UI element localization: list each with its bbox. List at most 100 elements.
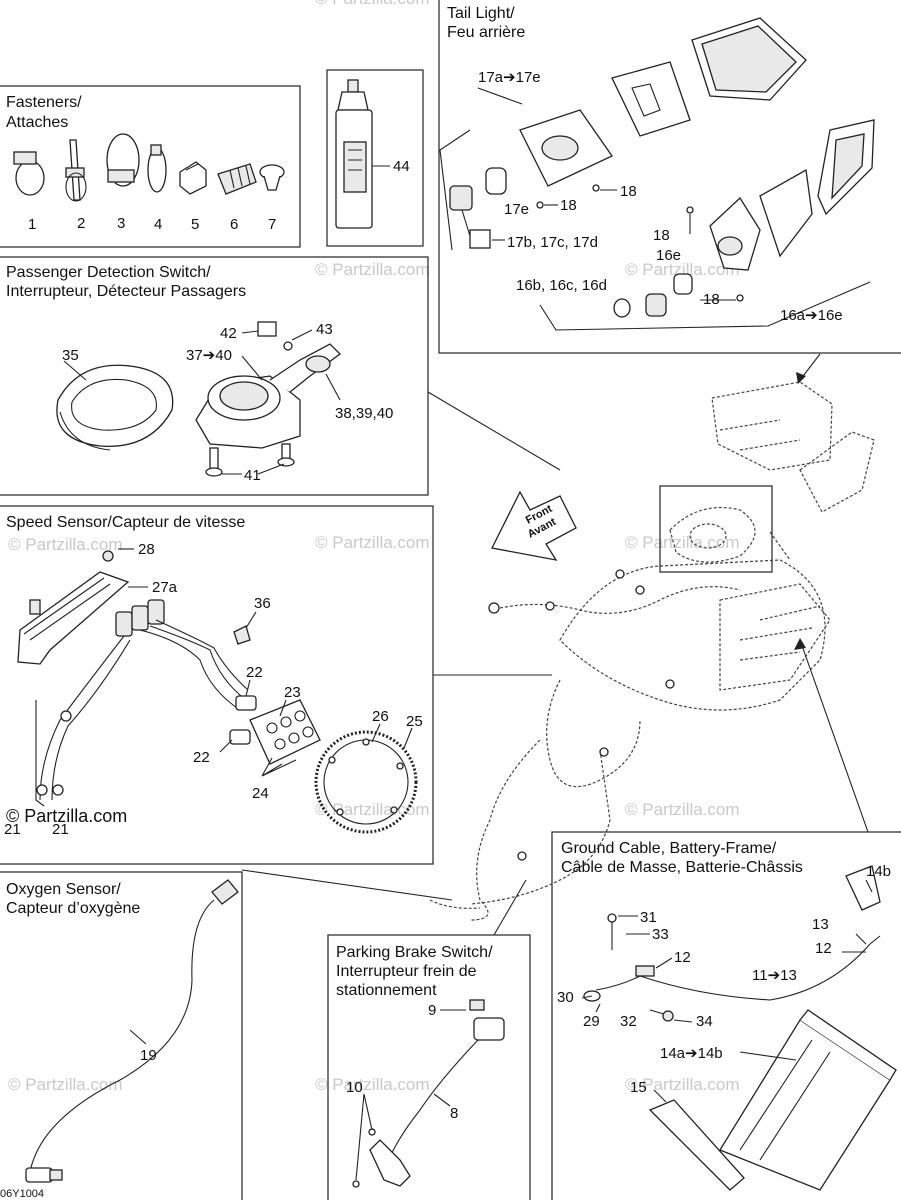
callout-19: 19 <box>140 1047 157 1064</box>
watermark-text: © Partzilla.com <box>8 1075 123 1094</box>
callout-23: 23 <box>284 684 301 701</box>
callout-12: 12 <box>815 940 832 957</box>
watermark-label: © Partzilla.com <box>6 806 127 826</box>
callout-42: 42 <box>220 325 237 342</box>
callout-18: 18 <box>560 197 577 214</box>
ground-cable-part <box>583 865 881 1022</box>
spring-clip-part <box>217 163 257 195</box>
callout-16a: 16a➔16e <box>780 307 843 324</box>
callout-27a: 27a <box>152 579 178 596</box>
callout-41: 41 <box>244 467 261 484</box>
callout-22: 22 <box>246 664 263 681</box>
screw-icon <box>592 184 600 192</box>
hose-clamp-part <box>13 151 45 196</box>
watermark-text: © Partzilla.com <box>8 535 123 554</box>
speed-sensor-head-part <box>229 695 257 745</box>
callout-21: 21 <box>4 821 21 838</box>
gasket-ring-part <box>56 364 174 451</box>
tail-light-housing-upper <box>611 61 691 137</box>
screw-icon <box>686 206 694 214</box>
callout-33: 33 <box>652 926 669 943</box>
callout-34: 34 <box>696 1013 713 1030</box>
callout-38: 38,39,40 <box>335 405 393 422</box>
callout-29: 29 <box>583 1013 600 1030</box>
tone-wheel-part <box>314 730 418 834</box>
speed-sensor-panel: Speed Sensor/Capteur de vitesse <box>0 505 434 865</box>
callout-16b: 16b, 16c, 16d <box>516 277 607 294</box>
watermark-text: © Partzilla.com <box>315 0 430 8</box>
passenger-title: Passenger Detection Switch/ <box>6 264 211 281</box>
callout-21: 21 <box>52 821 69 838</box>
callout-6: 6 <box>230 216 238 233</box>
battery-strap-part <box>648 1099 745 1191</box>
callout-22: 22 <box>193 749 210 766</box>
callout-25: 25 <box>406 713 423 730</box>
vehicle-frame-harness: Front Avant <box>241 353 875 936</box>
speed-title: Speed Sensor/Capteur de vitesse <box>6 514 245 531</box>
callout-3: 3 <box>117 215 125 232</box>
callout-35: 35 <box>62 347 79 364</box>
tail-light-housing-lower <box>613 168 813 318</box>
fasteners-panel: Fasteners/ Attaches <box>0 85 301 248</box>
ground-subtitle: Câble de Masse, Batterie-Châssis <box>561 859 803 876</box>
callout-37: 37➔40 <box>186 347 232 364</box>
callout-7: 7 <box>268 216 276 233</box>
callout-18: 18 <box>653 227 670 244</box>
callout-8: 8 <box>450 1105 458 1122</box>
watermark-text: © Partzilla.com <box>315 260 430 279</box>
sealant-tube-part <box>335 79 373 229</box>
callout-28: 28 <box>138 541 155 558</box>
battery-part <box>719 1009 897 1191</box>
screw-icon <box>736 294 744 302</box>
passenger-switch-part <box>195 321 341 477</box>
speed-sensor-bracket-part <box>17 550 130 665</box>
callout-14b: 14b <box>866 863 891 880</box>
callout-17e: 17e <box>504 201 529 218</box>
ground-title: Ground Cable, Battery-Frame/ <box>561 840 777 857</box>
callout-31: 31 <box>640 909 657 926</box>
watermark-text: © Partzilla.com <box>625 260 740 279</box>
tail-light-lens-lower <box>817 119 875 216</box>
callout-18: 18 <box>703 291 720 308</box>
watermark-text: © Partzilla.com <box>625 1075 740 1094</box>
passenger-switch-panel: Passenger Detection Switch/ Interrupteur… <box>0 256 429 496</box>
callout-12: 12 <box>674 949 691 966</box>
push-rivet-part <box>259 164 285 191</box>
cable-tie-mount-part <box>106 133 140 187</box>
oxygen-subtitle: Capteur d’oxygène <box>6 900 140 917</box>
speed-sensor-connector-part <box>115 599 165 637</box>
callout-15: 15 <box>630 1079 647 1096</box>
cap-part <box>233 625 251 645</box>
sealant-panel: 44 <box>326 69 424 247</box>
callout-4: 4 <box>154 216 162 233</box>
callout-14a: 14a➔14b <box>660 1045 723 1062</box>
callout-5: 5 <box>191 216 199 233</box>
parking-brake-panel: Parking Brake Switch/ Interrupteur frein… <box>327 934 531 1200</box>
small-tie-part <box>147 144 167 193</box>
passenger-subtitle: Interrupteur, Détecteur Passagers <box>6 283 246 300</box>
callout-26: 26 <box>372 708 389 725</box>
seal-pack-part <box>249 699 321 765</box>
parking-title: Parking Brake Switch/ <box>336 944 493 961</box>
callout-36: 36 <box>254 595 271 612</box>
watermark-text: © Partzilla.com <box>315 533 430 552</box>
oxygen-sensor-part <box>25 879 239 1183</box>
callout-43: 43 <box>316 321 333 338</box>
parking-brake-switch-part <box>352 999 505 1188</box>
screw-icon <box>536 201 544 209</box>
tail-light-title: Tail Light/ <box>447 5 515 22</box>
callout-13: 13 <box>812 916 829 933</box>
callout-30: 30 <box>557 989 574 1006</box>
ground-cable-panel: Ground Cable, Battery-Frame/ Câble de Ma… <box>551 831 901 1200</box>
callout-11: 11➔13 <box>752 967 797 984</box>
oxygen-sensor-panel: Oxygen Sensor/ Capteur d’oxygène 19 <box>0 871 243 1200</box>
parking-subtitle: Interrupteur frein de <box>336 963 477 980</box>
front-arrow-icon: Front Avant <box>491 490 577 561</box>
clip-part <box>179 161 207 195</box>
callout-1: 1 <box>28 216 36 233</box>
watermark-text: © Partzilla.com <box>315 1075 430 1094</box>
tail-light-panel: Tail Light/ Feu arrière <box>438 0 901 354</box>
callout-10: 10 <box>346 1079 363 1096</box>
callout-44: 44 <box>393 158 410 175</box>
